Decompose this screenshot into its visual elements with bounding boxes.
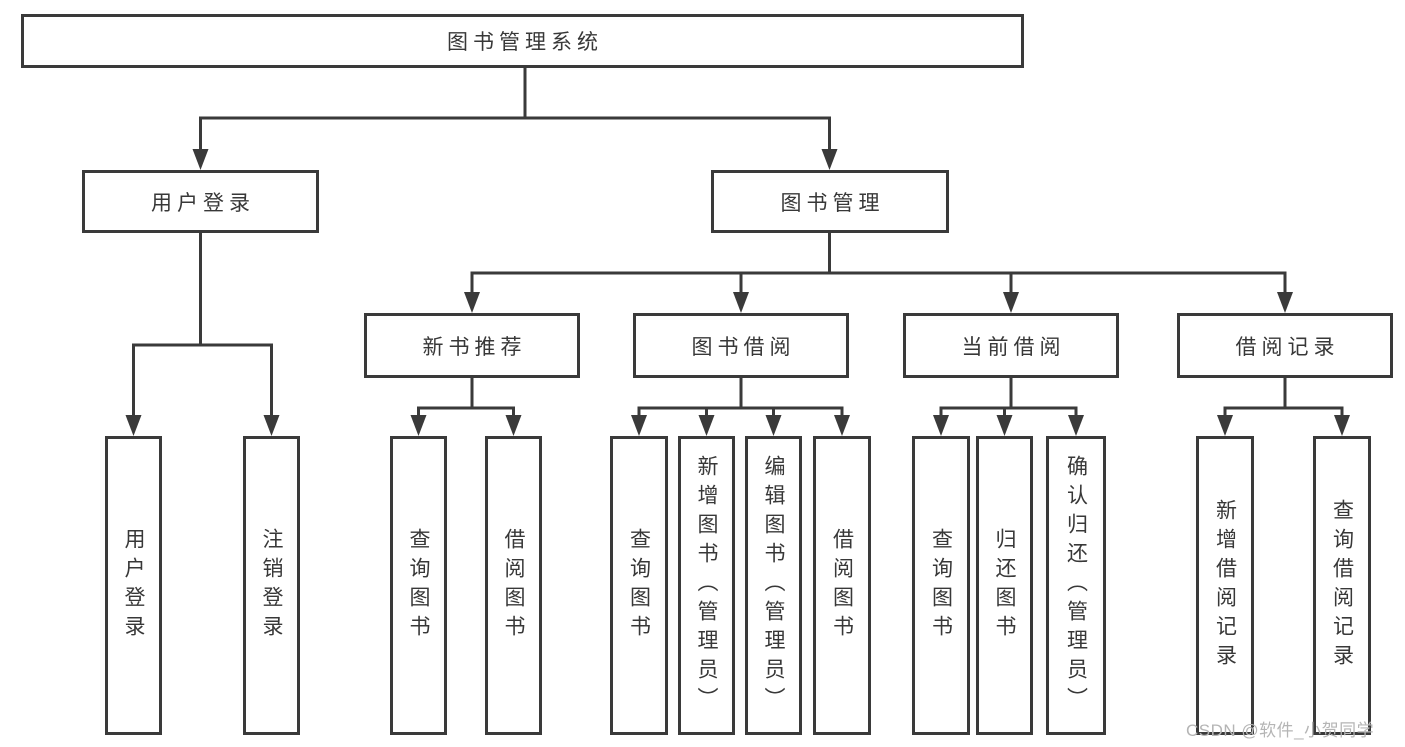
- node-root-system: 图书管理系统: [21, 14, 1024, 68]
- connector-book-borrow-to-leaves: [631, 378, 850, 436]
- arrowhead: [631, 415, 647, 436]
- node-label: 查询借阅记录: [1330, 498, 1354, 673]
- node-leaf-add-books-admin: 新增图书（管理员）: [678, 436, 735, 735]
- arrowhead: [263, 415, 280, 436]
- node-label: 借阅记录: [1235, 335, 1340, 359]
- csdn-watermark: CSDN @软件_小贺同学: [1186, 721, 1375, 740]
- arrowhead: [464, 292, 480, 313]
- node-label: 查询图书: [929, 527, 953, 644]
- connector-book-mgmt-to-level3: [464, 233, 1293, 313]
- arrowhead: [834, 415, 850, 436]
- node-label: 用户登录: [151, 191, 255, 215]
- node-borrowing-records: 借阅记录: [1177, 313, 1393, 378]
- node-user-login: 用户登录: [82, 170, 319, 233]
- node-leaf-edit-books-admin: 编辑图书（管理员）: [745, 436, 802, 735]
- arrowhead: [733, 292, 749, 313]
- node-label: 借阅图书: [502, 527, 525, 644]
- arrowhead: [505, 415, 522, 436]
- node-leaf-borrow-books-borrowing: 借阅图书: [813, 436, 871, 735]
- node-book-management: 图书管理: [711, 170, 949, 233]
- node-leaf-query-borrow-record: 查询借阅记录: [1313, 436, 1371, 735]
- arrowhead: [1068, 415, 1084, 436]
- connector-current-borrow-to-leaves: [933, 378, 1084, 436]
- node-label: 用户登录: [122, 527, 145, 644]
- arrowhead: [765, 415, 782, 436]
- arrowhead: [1277, 292, 1293, 313]
- arrowhead: [1003, 292, 1019, 313]
- node-label: 新增借阅记录: [1213, 498, 1237, 673]
- arrowhead: [1334, 415, 1350, 436]
- connector-borrow-record-to-leaves: [1217, 378, 1350, 436]
- arrowhead: [1217, 415, 1233, 436]
- node-leaf-return-books: 归还图书: [976, 436, 1033, 735]
- node-label: 图书管理: [780, 191, 885, 215]
- node-label: 查询图书: [627, 527, 651, 644]
- arrowhead: [698, 415, 715, 436]
- arrowhead: [933, 415, 949, 436]
- connector-new-book-rec-to-leaves: [410, 378, 522, 436]
- node-leaf-add-borrow-record: 新增借阅记录: [1196, 436, 1254, 735]
- node-leaf-user-login: 用户登录: [105, 436, 162, 735]
- node-label: 图书借阅: [691, 335, 796, 359]
- arrowhead: [410, 415, 427, 436]
- node-label: 编辑图书（管理员）: [762, 455, 785, 716]
- node-label: 借阅图书: [830, 527, 854, 644]
- arrowhead: [821, 149, 838, 170]
- node-leaf-query-books-current: 查询图书: [912, 436, 970, 735]
- node-label: 查询图书: [407, 527, 430, 644]
- node-label: 注销登录: [260, 527, 283, 644]
- node-new-book-recommend: 新书推荐: [364, 313, 580, 378]
- arrowhead: [192, 149, 209, 170]
- arrowhead: [125, 415, 142, 436]
- arrowhead: [996, 415, 1013, 436]
- connector-user-login-to-leaves: [125, 233, 280, 436]
- connector-root-to-level2: [192, 68, 838, 170]
- node-label: 归还图书: [993, 527, 1016, 644]
- node-label: 确认归还（管理员）: [1064, 455, 1088, 716]
- node-leaf-borrow-books-recommend: 借阅图书: [485, 436, 542, 735]
- node-label: 当前借阅: [961, 335, 1066, 359]
- node-leaf-query-books-recommend: 查询图书: [390, 436, 447, 735]
- node-leaf-confirm-return-admin: 确认归还（管理员）: [1046, 436, 1106, 735]
- node-book-borrowing: 图书借阅: [633, 313, 849, 378]
- node-label: 图书管理系统: [447, 31, 603, 54]
- node-leaf-query-books-borrowing: 查询图书: [610, 436, 668, 735]
- node-label: 新增图书（管理员）: [695, 455, 718, 716]
- node-label: 新书推荐: [422, 335, 527, 359]
- node-leaf-logout: 注销登录: [243, 436, 300, 735]
- node-current-borrowing: 当前借阅: [903, 313, 1119, 378]
